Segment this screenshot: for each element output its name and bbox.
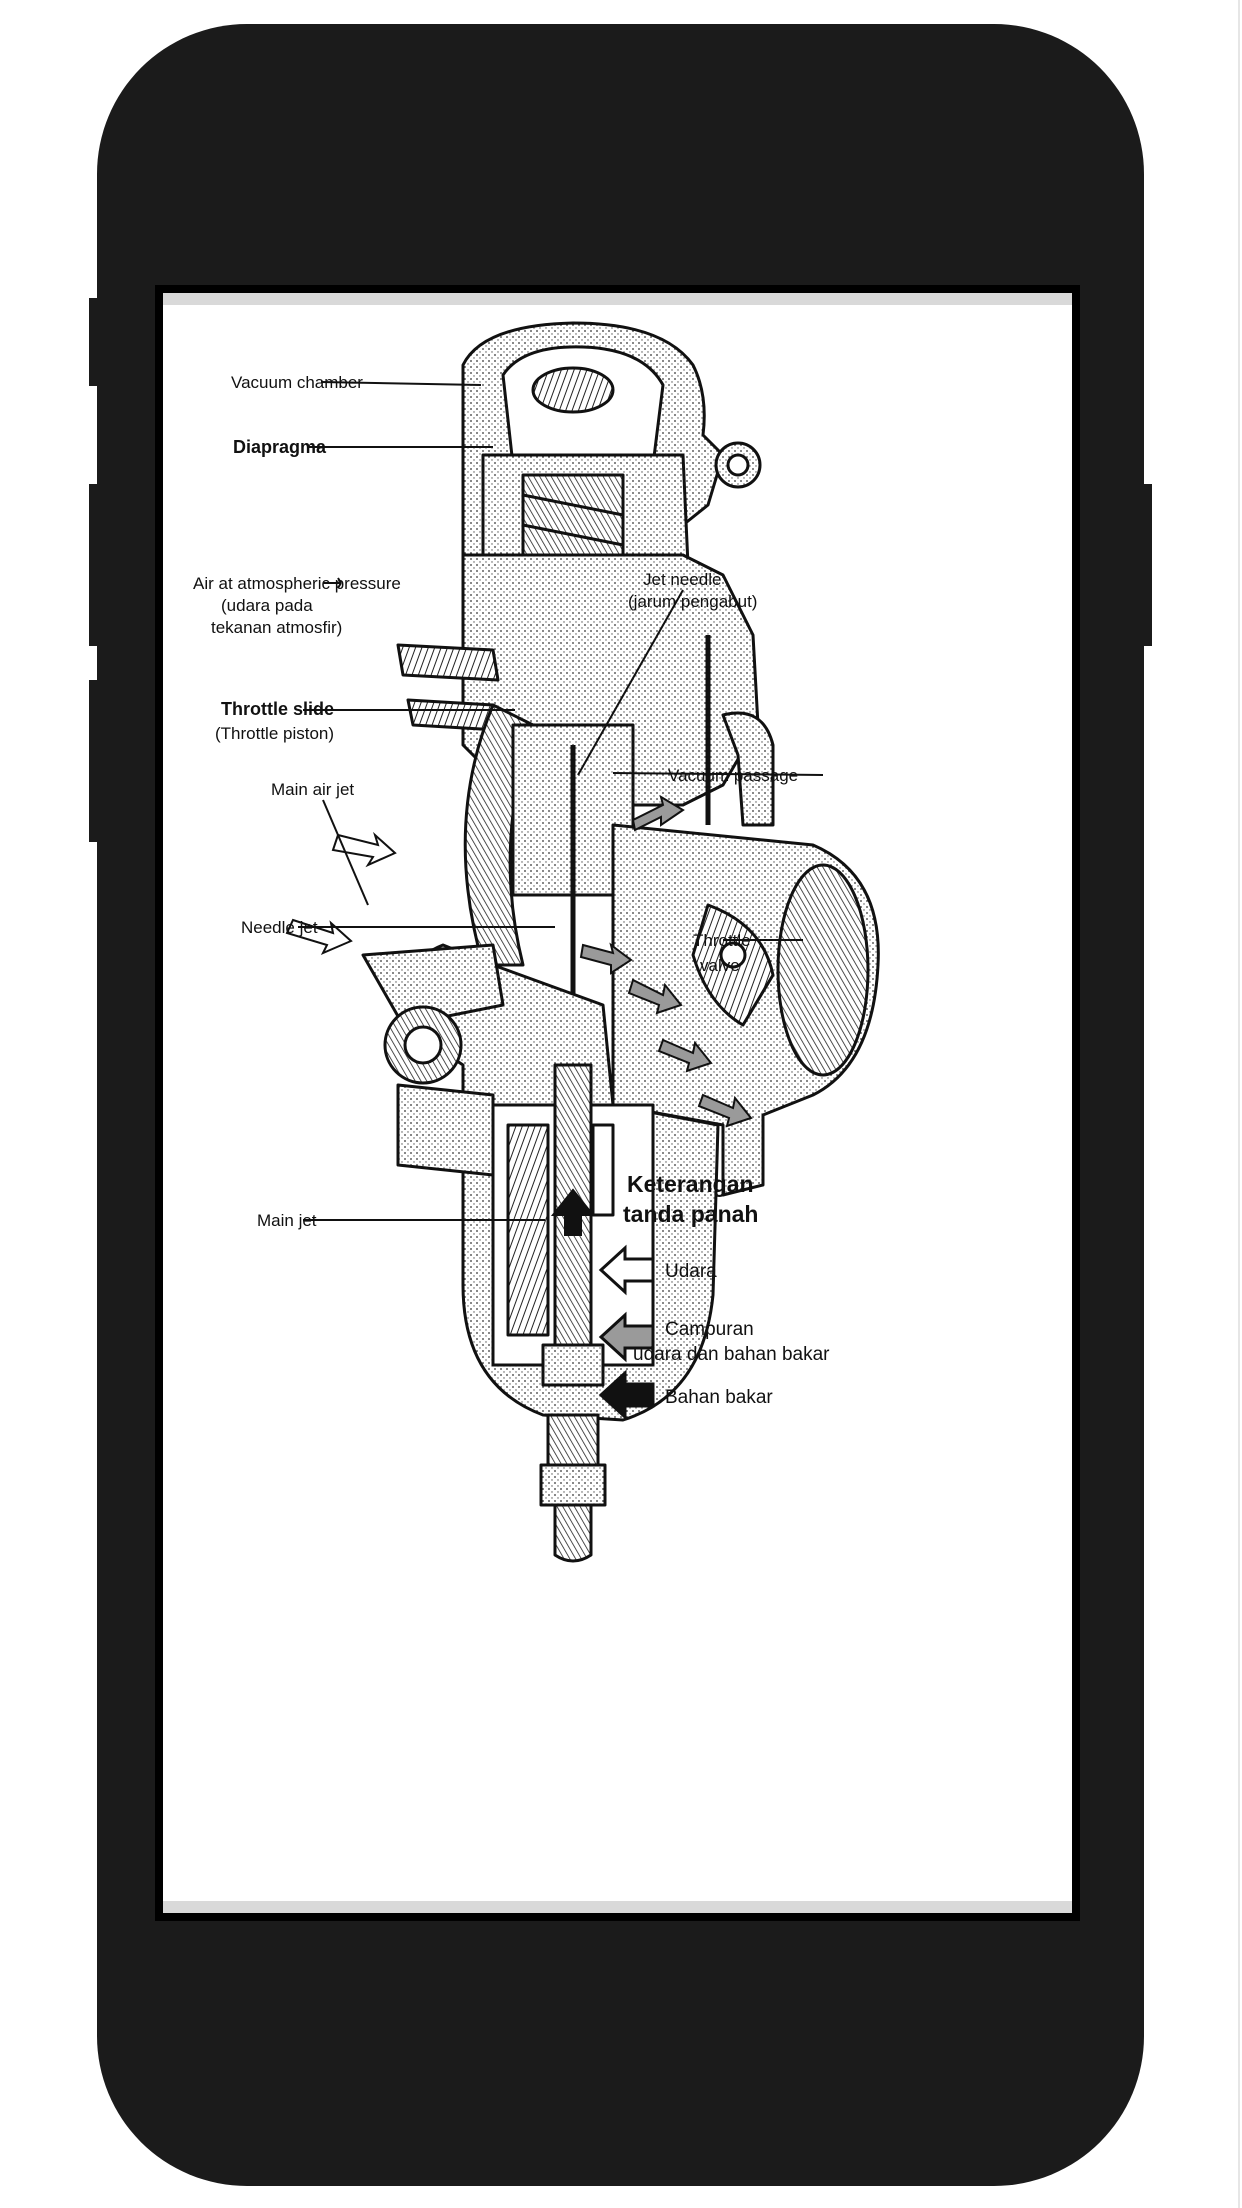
label-air-pressure-line2: (udara pada [221,596,313,615]
label-diapragma: Diapragma [233,437,327,457]
label-main-jet: Main jet [257,1211,317,1230]
carburetor-diagram: Vacuum chamber Diapragma Air at atmosphe… [193,321,880,1563]
flow-arrows [285,794,753,1236]
legend-item-campuran-line2: udara dan bahan bakar [633,1344,830,1365]
label-vacuum-chamber: Vacuum chamber [231,373,363,392]
phone-screen: Vacuum chamber Diapragma Air at atmosphe… [155,285,1080,1921]
main-jet [541,1343,605,1387]
label-jet-needle-line2: (jarum pengabut) [628,592,757,611]
label-throttle-slide-line1: Throttle slide [221,699,334,719]
legend-title-line1: Keterangan [627,1171,754,1197]
label-vacuum-passage: Vacuum passage [668,766,798,785]
edge-line [1238,0,1240,2208]
gray-arrow-icon [598,1311,655,1363]
label-jet-needle-line1: Jet needle [643,570,721,589]
diagram-image[interactable]: Vacuum chamber Diapragma Air at atmosphe… [163,293,1072,1913]
legend: Keterangan tanda panah Udara Campuran ud… [598,1171,830,1421]
carburetor-body [361,321,880,1563]
label-air-pressure-line3: tekanan atmosfir) [211,618,342,637]
leader-lines [298,381,824,1221]
legend-item-bahan-bakar: Bahan bakar [665,1387,773,1408]
label-air-pressure-line1: Air at atmospheric pressure [193,574,401,593]
label-throttle-slide-line2: (Throttle piston) [215,724,334,743]
legend-title-line2: tanda panah [623,1201,758,1227]
legend-item-udara: Udara [665,1261,717,1282]
black-arrow-icon [598,1369,655,1421]
label-throttle-valve-line2: valve [700,956,740,975]
label-throttle-valve-line1: Throttle [693,931,751,950]
legend-item-campuran-line1: Campuran [665,1319,754,1340]
hollow-arrow-icon [598,1244,655,1296]
label-needle-jet: Needle jet [241,918,318,937]
label-main-air-jet: Main air jet [271,780,354,799]
